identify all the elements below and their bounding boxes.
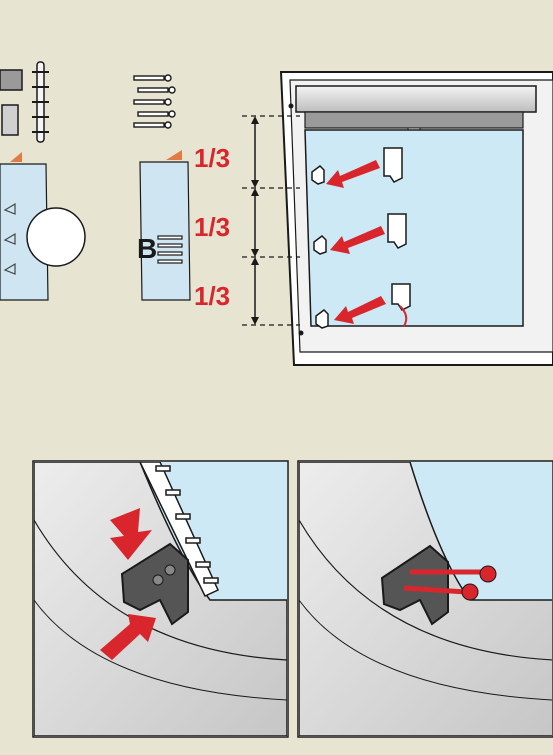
window-glass [305, 130, 523, 326]
parts-group-left [0, 62, 85, 300]
parts-packet-left [0, 164, 85, 300]
spacing-label-middle: 1/3 [194, 212, 230, 242]
detail-panel-right [298, 461, 553, 737]
blind-cassette [296, 86, 536, 112]
packet-label: B [137, 233, 157, 264]
parts-packet-b [140, 162, 190, 300]
screw-set-icon [134, 75, 175, 128]
parts-group-middle: B [134, 75, 190, 300]
spacing-label-top: 1/3 [194, 143, 230, 173]
bracket-icon [2, 105, 18, 135]
window-diagram [242, 72, 553, 365]
packet-tab [166, 150, 182, 160]
packet-tab [10, 152, 22, 162]
screw-strip-icon [32, 62, 49, 142]
sticker-circle [27, 208, 85, 266]
detail-panel-left [33, 461, 288, 737]
spacing-label-bottom: 1/3 [194, 281, 230, 311]
bracket-icon [0, 70, 22, 90]
